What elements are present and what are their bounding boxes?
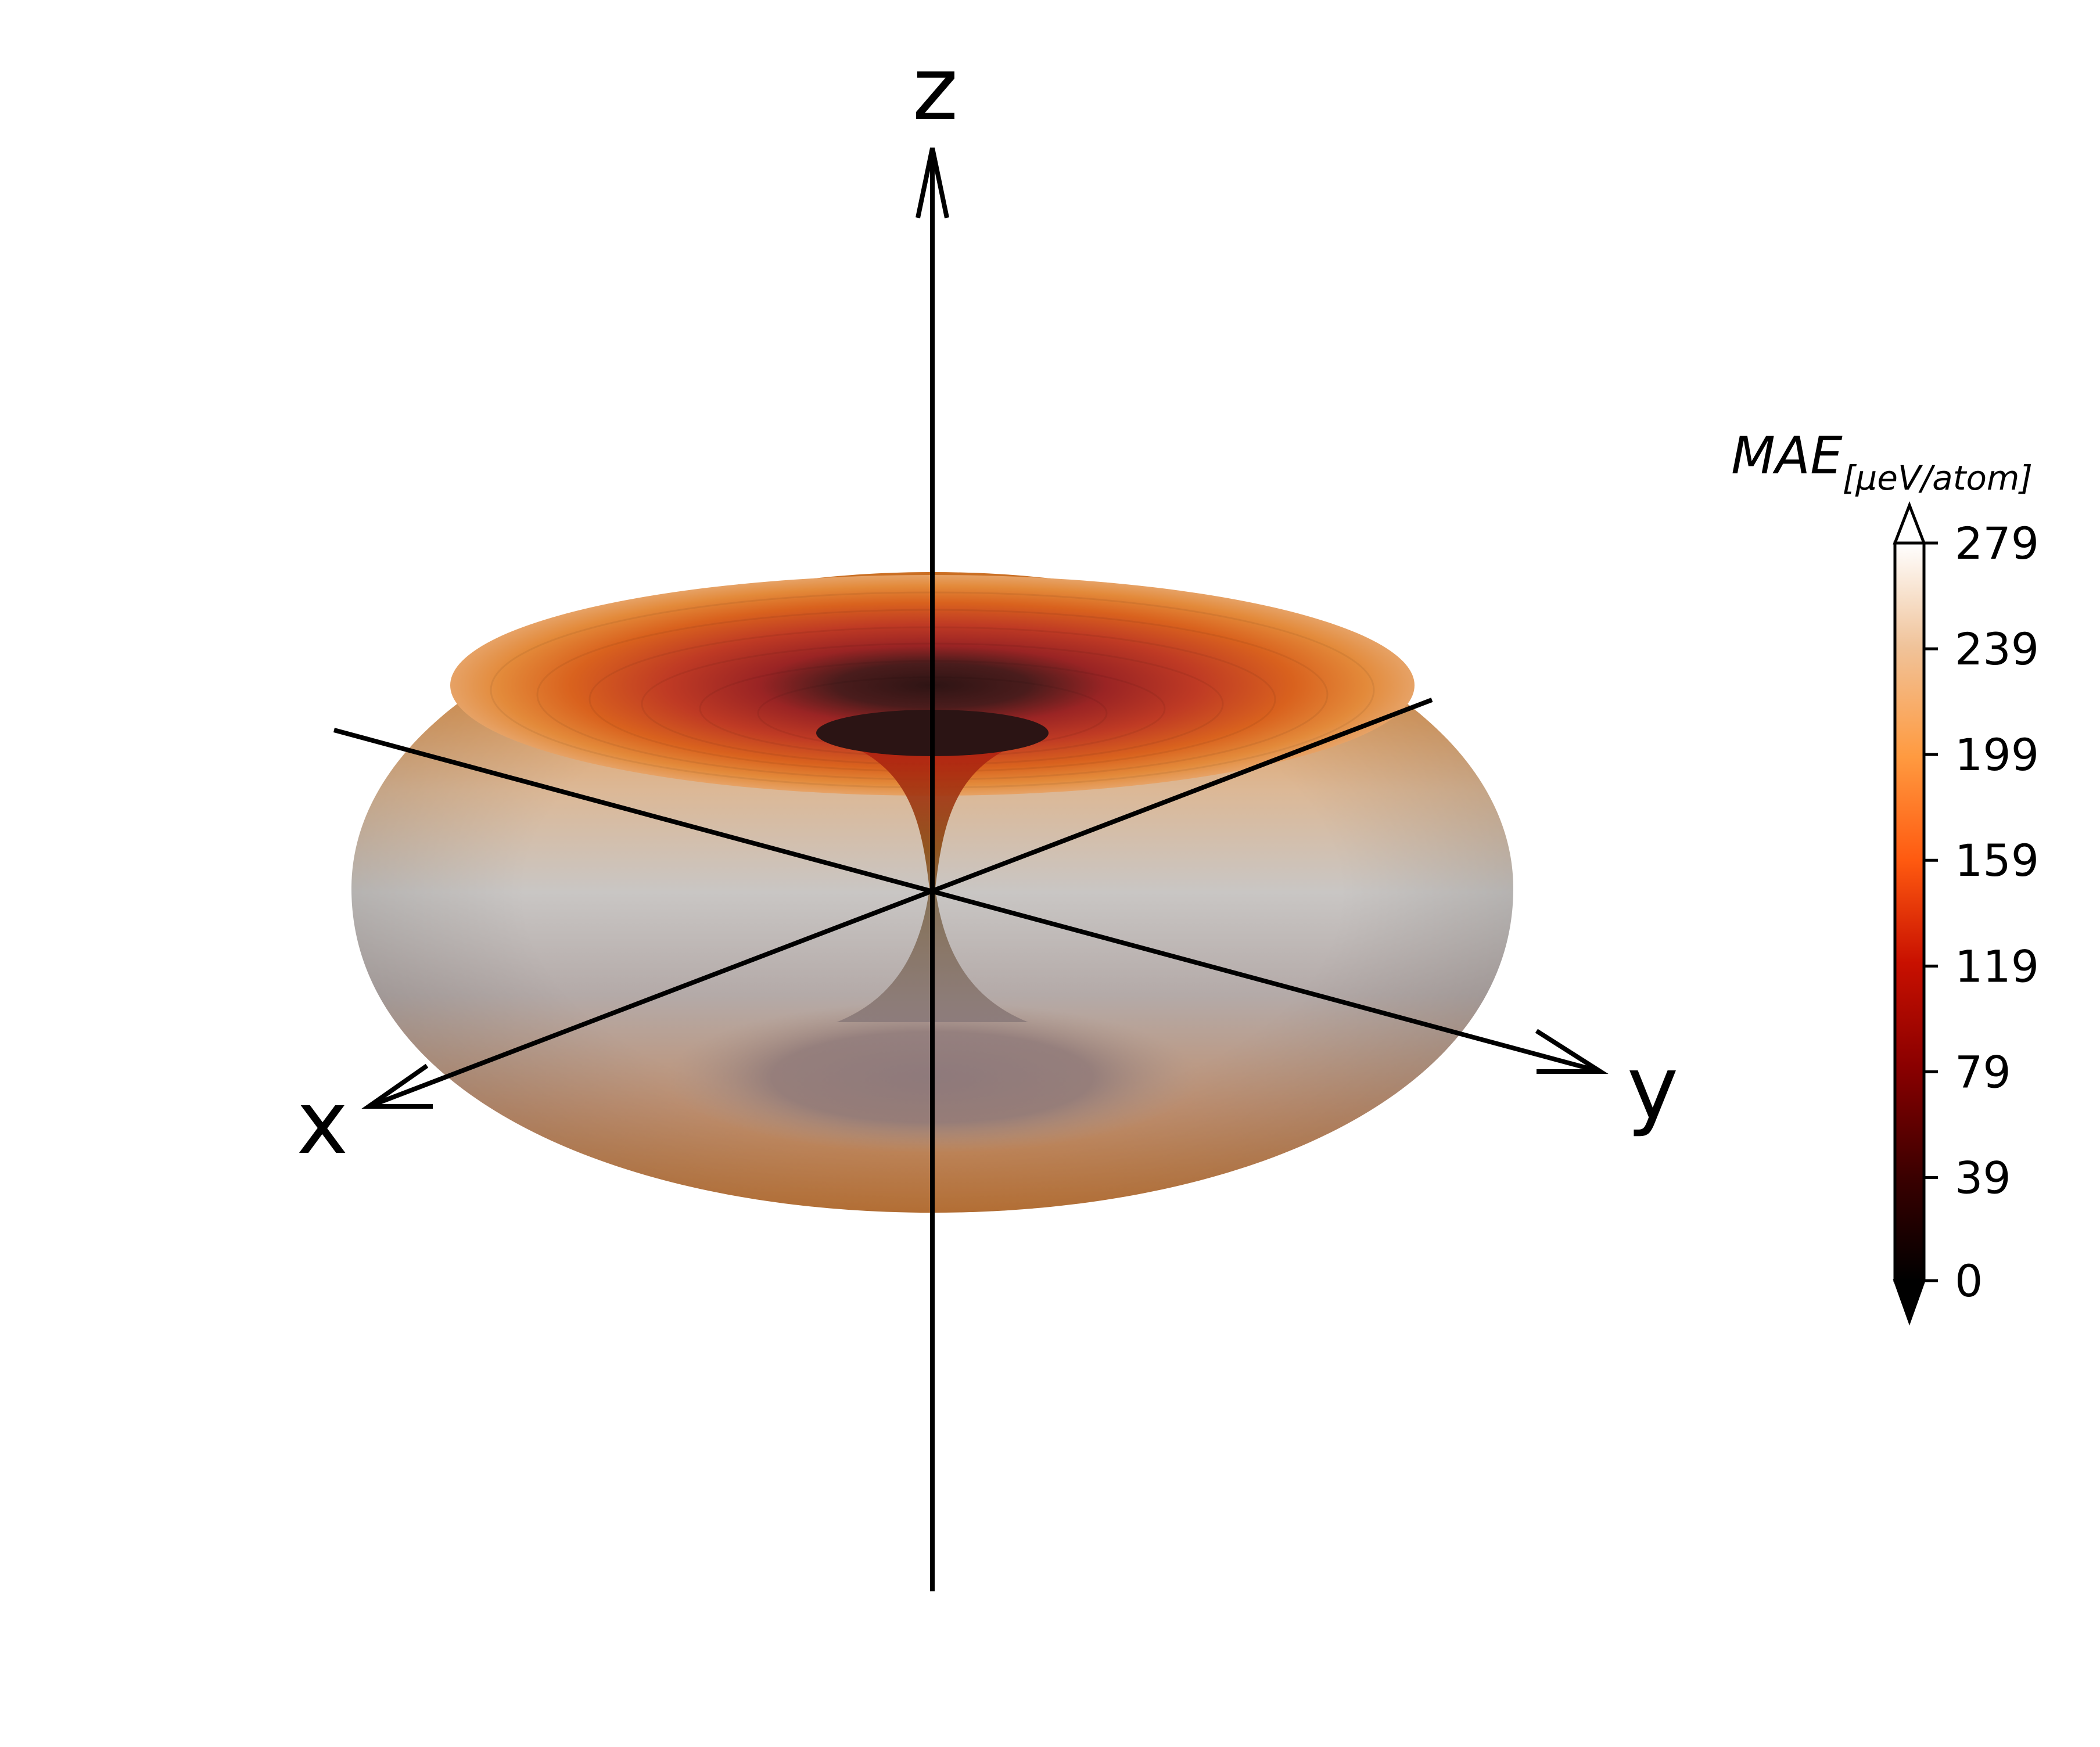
colorbar-tick-label-5: 199	[1955, 729, 2039, 781]
colorbar-tick-label-0: 0	[1955, 1255, 1983, 1307]
colorbar-extend-bottom	[1893, 1279, 1926, 1326]
x-axis-label: x	[297, 1073, 349, 1174]
y-axis-line	[333, 728, 1602, 1074]
colorbar-title-main: MAE	[1731, 426, 1843, 486]
z-axis-arrowhead	[916, 148, 949, 218]
colorbar-title-sub: [μeV/atom]	[1843, 458, 2033, 498]
colorbar: MAE[μeV/atom] 0 39 79 119 159 199 239 279	[1731, 426, 2039, 1326]
colorbar-ticks: 0 39 79 119 159 199 239 279	[1924, 517, 2039, 1307]
axes-group	[333, 148, 1609, 1591]
x-axis-line	[368, 698, 1433, 1109]
colorbar-tick-label-7: 279	[1955, 517, 2039, 569]
colorbar-bar	[1893, 541, 1926, 1282]
colorbar-title: MAE[μeV/atom]	[1731, 426, 2033, 498]
y-axis-arrowhead	[1535, 1029, 1609, 1074]
colorbar-extend-top	[1893, 501, 1926, 545]
z-axis-label: z	[913, 39, 959, 140]
colorbar-tick-label-4: 159	[1955, 835, 2039, 886]
colorbar-tick-label-2: 79	[1955, 1046, 2011, 1098]
y-axis-label: y	[1627, 1038, 1679, 1139]
colorbar-tick-label-1: 39	[1955, 1152, 2011, 1203]
x-axis-arrowhead	[361, 1063, 433, 1109]
colorbar-tick-label-3: 119	[1955, 940, 2039, 992]
colorbar-tick-label-6: 239	[1955, 623, 2039, 675]
